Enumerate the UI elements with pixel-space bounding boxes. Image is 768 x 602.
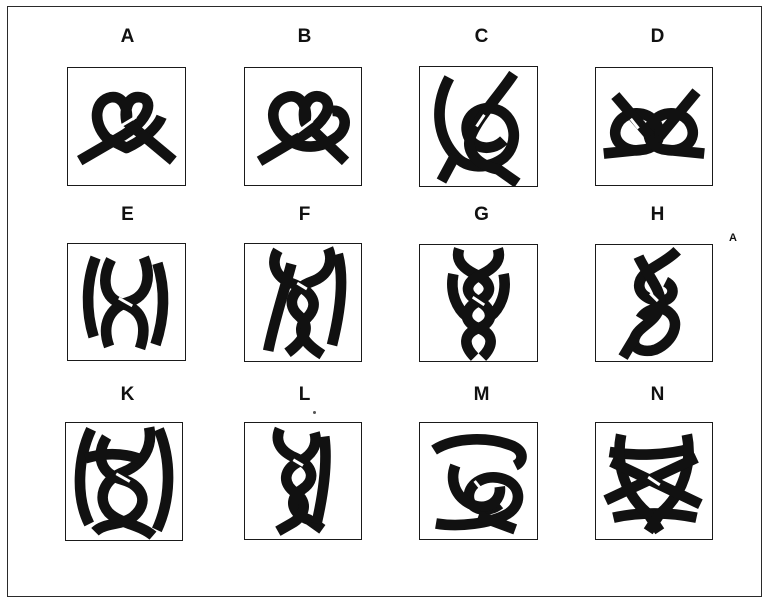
knot-b-drawing [245,68,361,185]
knot-c-drawing [420,67,537,186]
knot-panel-a [67,67,186,186]
knot-panel-h [595,244,713,362]
panel-label-g: G [452,204,512,226]
panel-label-c: C [452,26,512,48]
knot-panel-e [67,243,186,361]
side-mark: A [729,232,737,244]
knot-m-drawing [420,423,537,539]
panel-label-a: A [98,26,158,48]
knot-l-drawing [245,423,361,539]
knot-panel-d [595,67,713,186]
knot-k-drawing [66,423,182,540]
panel-label-k: K [98,384,158,406]
knot-panel-k [65,422,183,541]
knot-panel-g [419,244,538,362]
knot-n-drawing [596,423,712,539]
knot-d-drawing [596,68,712,185]
knot-panel-b [244,67,362,186]
panel-label-n: N [628,384,688,406]
knot-panel-l [244,422,362,540]
knot-a-drawing [68,68,185,185]
panel-label-l: L [275,384,335,406]
knot-panel-c [419,66,538,187]
panel-label-h: H [628,204,688,226]
panel-label-d: D [628,26,688,48]
speck-mark [313,411,316,414]
panel-label-m: M [452,384,512,406]
knot-panel-n [595,422,713,540]
panel-label-f: F [275,204,335,226]
knot-h-drawing [596,245,712,361]
knot-panel-f [244,243,362,362]
knot-f-drawing [245,244,361,361]
knot-g-drawing [420,245,537,361]
knot-e-drawing [68,244,185,360]
knot-panel-m [419,422,538,540]
panel-label-e: E [98,204,158,226]
panel-label-b: B [275,26,335,48]
